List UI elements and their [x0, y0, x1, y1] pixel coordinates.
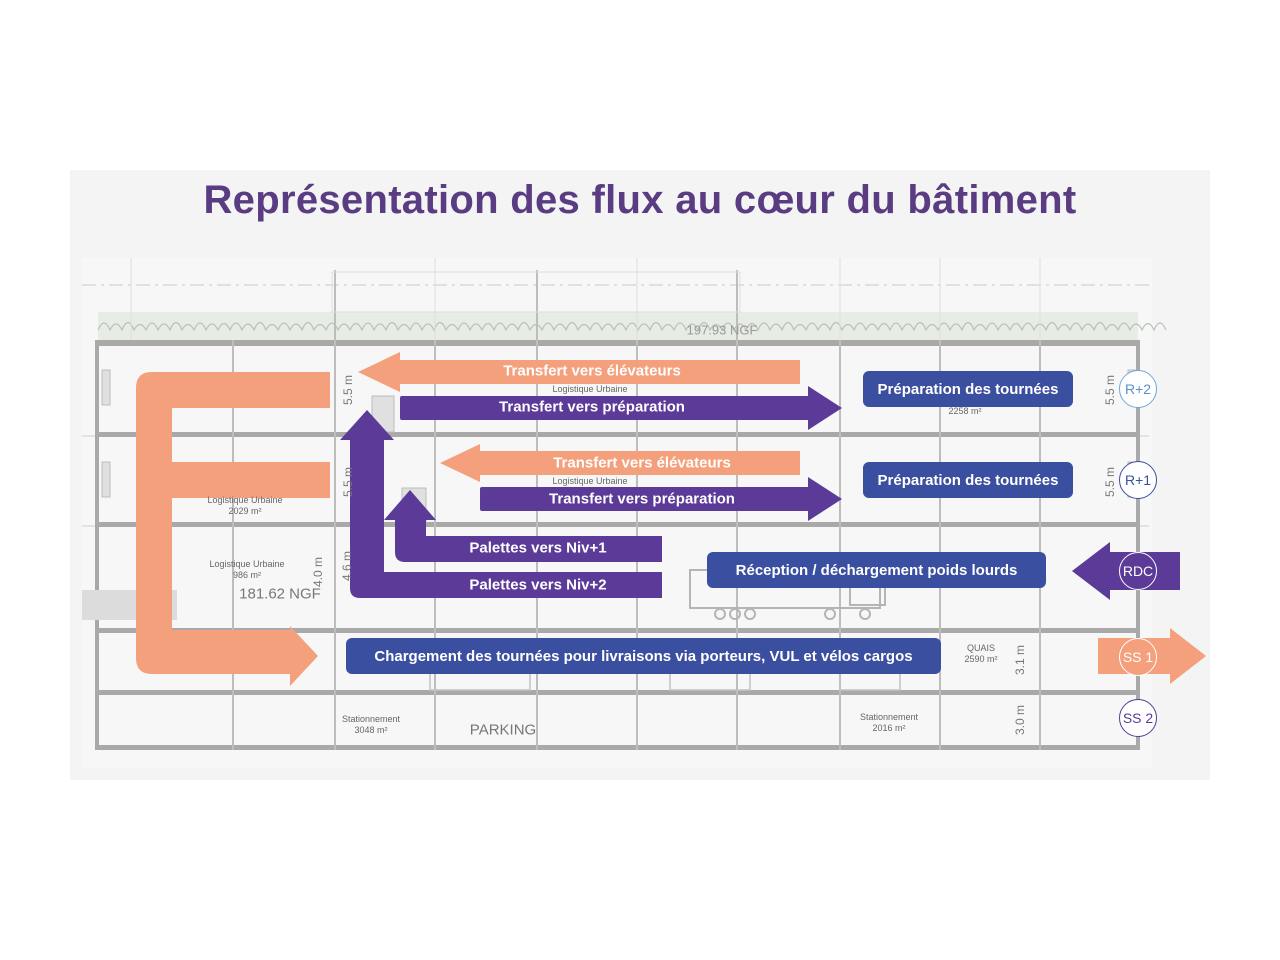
- arrow-pallets-niv1: [384, 490, 662, 562]
- level-r1-badge: R+1: [1119, 461, 1157, 499]
- plan-label-quais: QUAIS: [966, 643, 996, 653]
- plan-label-area-quais: 2590 m²: [964, 654, 998, 664]
- purple-flows: [340, 386, 1180, 600]
- dim-r2-right: 5.5 m: [1103, 374, 1117, 406]
- dim-ss2: 3.0 m: [1013, 704, 1027, 736]
- plan-label-area-stat-right: 2016 m²: [872, 723, 906, 733]
- level-ss2-badge: SS 2: [1119, 699, 1157, 737]
- level-ss1-badge: SS 1: [1119, 638, 1157, 676]
- box-prep-r2: Préparation des tournées: [863, 371, 1073, 407]
- plan-label-area-rdc: 986 m²: [232, 570, 262, 580]
- label-transfer-prep-r1: Transfert vers préparation: [549, 490, 735, 508]
- ngf-mid-label: 181.62 NGF: [239, 585, 321, 603]
- label-transfer-prep-r2: Transfert vers préparation: [499, 398, 685, 416]
- plan-label-stat-right: Stationnement: [859, 712, 919, 722]
- plan-label-lu-rdc: Logistique Urbaine: [209, 559, 285, 569]
- plan-label-area-r1-left: 2029 m²: [228, 506, 262, 516]
- level-rdc-badge: RDC: [1119, 552, 1157, 590]
- arrow-transfer-prep-r1: [480, 477, 842, 521]
- label-pallets-niv1: Palettes vers Niv+1: [469, 539, 607, 557]
- parking-label: PARKING: [469, 721, 537, 739]
- ngf-top-label: 197.93 NGF: [686, 322, 758, 338]
- plan-label-lu-r2: Logistique Urbaine: [552, 384, 628, 394]
- arrow-transfer-elev-r1: [440, 444, 800, 482]
- page-title: Représentation des flux au cœur du bâtim…: [203, 178, 1077, 222]
- plan-label-area-stat-left: 3048 m²: [354, 725, 388, 735]
- box-prep-r1: Préparation des tournées: [863, 462, 1073, 498]
- arrow-pallets-niv2: [340, 410, 662, 598]
- level-r2-badge: R+2: [1119, 370, 1157, 408]
- label-pallets-niv2: Palettes vers Niv+2: [469, 576, 607, 594]
- building-section: [82, 258, 1167, 768]
- dim-ss1: 3.1 m: [1013, 644, 1027, 676]
- green-roof: [98, 312, 1138, 342]
- label-transfer-elev-r1: Transfert vers élévateurs: [553, 454, 731, 472]
- dim-r1-left: 5.5 m: [341, 466, 355, 498]
- dim-rdc-left: 4.0 m: [311, 556, 325, 588]
- box-loading: Chargement des tournées pour livraisons …: [346, 638, 941, 674]
- plan-label-lu-r1-left: Logistique Urbaine: [207, 495, 283, 505]
- arrow-transfer-prep-r2: [400, 386, 842, 430]
- arrow-transfer-elev-r2: [358, 352, 800, 392]
- dim-r1-right: 5.5 m: [1103, 466, 1117, 498]
- plan-label-stat-left: Stationnement: [341, 714, 401, 724]
- box-reception: Réception / déchargement poids lourds: [707, 552, 1046, 588]
- plan-label-lu-r1: Logistique Urbaine: [552, 476, 628, 486]
- e-flow-arrow: [136, 372, 330, 686]
- label-transfer-elev-r2: Transfert vers élévateurs: [503, 362, 681, 380]
- dim-rdc-mid: 4.6 m: [340, 550, 354, 582]
- plan-label-area-r2: 2258 m²: [948, 406, 982, 416]
- dim-r2-left: 5.5 m: [341, 374, 355, 406]
